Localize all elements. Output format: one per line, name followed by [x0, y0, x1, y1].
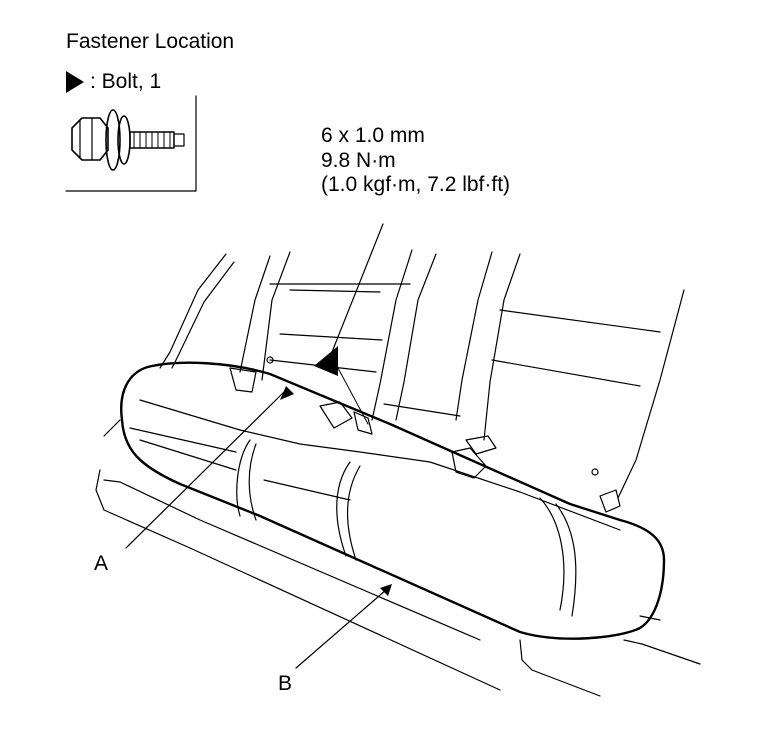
torque-alt: (1.0 kgf·m, 7.2 lbf·ft)	[321, 173, 511, 196]
bolt-icon	[71, 109, 185, 171]
floor-lines	[103, 419, 121, 437]
callout-b-line	[295, 589, 387, 669]
inset-frame	[65, 95, 197, 192]
callout-a-arrowhead-icon	[280, 386, 294, 400]
torque-spec: 6 x 1.0 mm 9.8 N·m (1.0 kgf·m, 7.2 lbf·f…	[321, 124, 510, 198]
solid-triangle-icon	[66, 71, 84, 93]
callout-label-a: A	[94, 552, 109, 575]
seat-cushion-outline	[120, 361, 666, 640]
seat-belt-buckles	[229, 367, 621, 513]
bolt-legend-text: : Bolt, 1	[90, 70, 162, 93]
bolt-target-line	[337, 367, 369, 425]
door-pillar	[159, 253, 227, 369]
bolt-location-arrow-icon	[314, 346, 338, 376]
callout-b-arrowhead-icon	[380, 584, 392, 596]
torque-nm: 9.8 N·m	[321, 148, 396, 172]
fastener-location-title: Fastener Location	[66, 30, 235, 53]
seat-back	[239, 249, 685, 499]
callout-a-line	[125, 391, 285, 549]
bolt-leader-line	[331, 223, 384, 353]
bolt-size: 6 x 1.0 mm	[321, 124, 425, 147]
callout-label-b: B	[278, 672, 293, 695]
bolt-legend: : Bolt, 1	[66, 70, 161, 94]
